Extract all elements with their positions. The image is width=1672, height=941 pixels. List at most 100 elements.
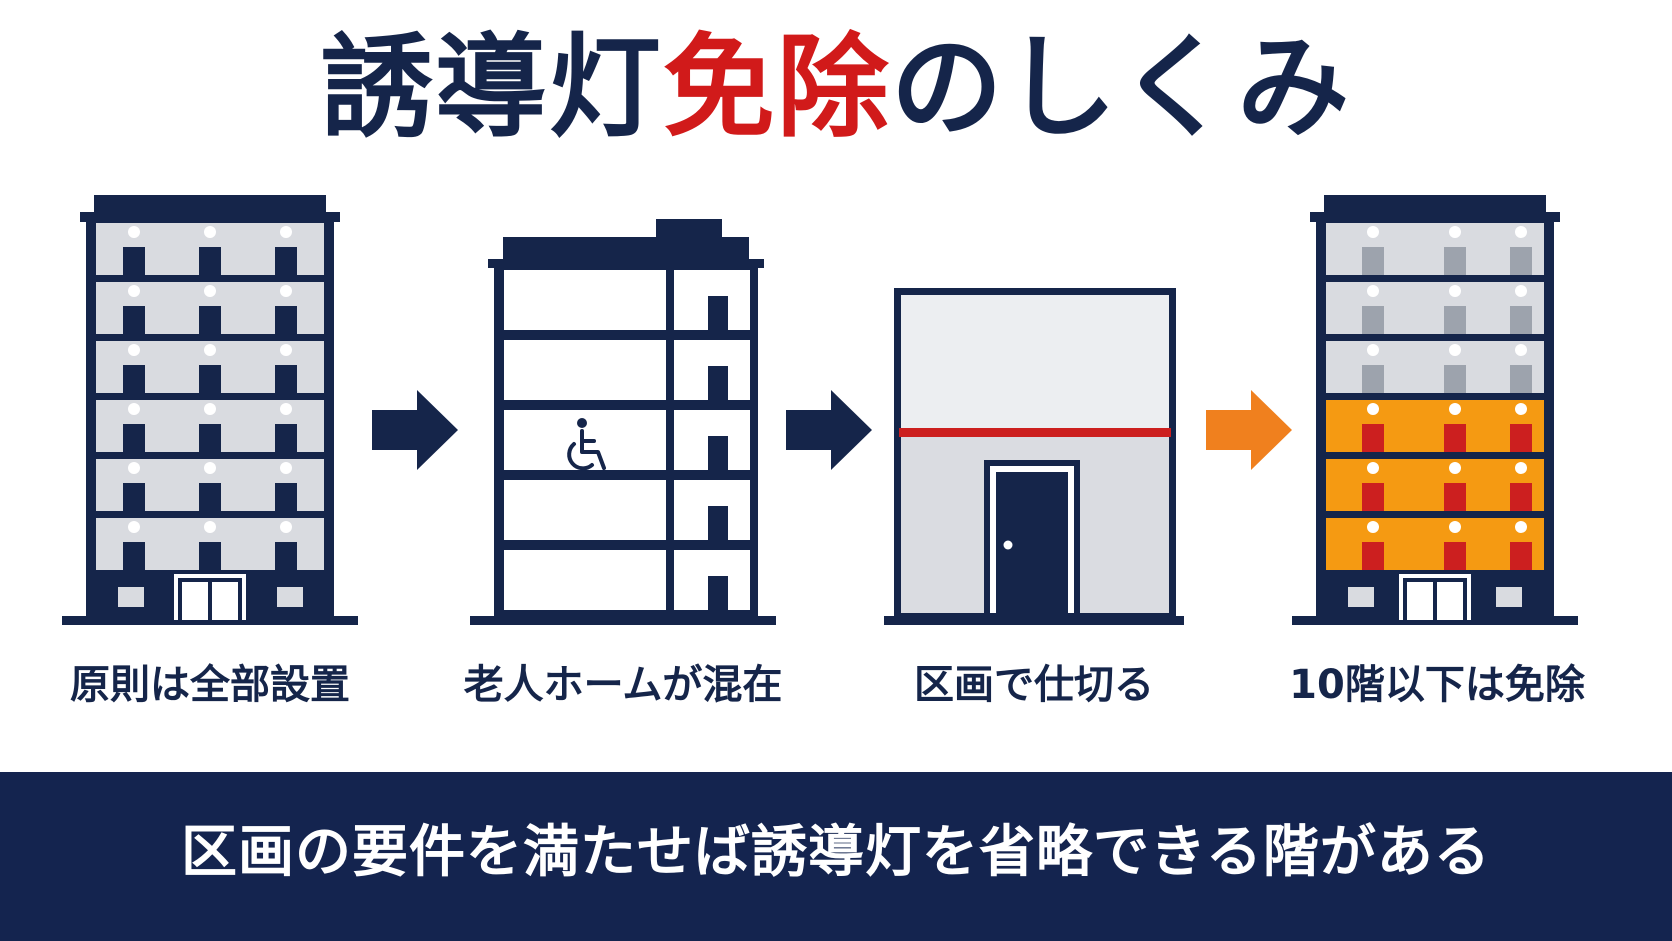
exit-sign [275,542,297,570]
ceiling-light [204,462,216,474]
exit-sign [123,424,145,452]
step-caption-partition: 区画で仕切る [914,662,1154,708]
floor-room [504,340,666,400]
ceiling-light [128,403,140,415]
exit-sign-on [1444,542,1466,570]
building-nursing-home [470,219,776,625]
ceiling-light [1515,403,1527,415]
ceiling-light [280,521,292,533]
exit-sign-on [1362,424,1384,452]
ceiling-light [280,462,292,474]
b4-floors [1326,223,1544,570]
ceiling-light [1515,344,1527,356]
exit-sign [123,542,145,570]
exit-sign [123,247,145,275]
title-tail: のしくみ [890,23,1352,153]
exit-sign [199,306,221,334]
ceiling-light [1515,226,1527,238]
exit-sign [275,306,297,334]
ceiling-light [280,285,292,297]
building-all-lights [62,195,358,625]
exit-sign-off [1362,247,1384,275]
ceiling-light [128,521,140,533]
exit-sign-on [1444,424,1466,452]
exit-sign [123,483,145,511]
ceiling-light [1367,521,1379,533]
exit-sign-off [1510,365,1532,393]
ceiling-light [1367,285,1379,297]
ceiling-light [1449,344,1461,356]
ceiling-light [128,285,140,297]
title-accent: 免除 [662,23,891,153]
right-arrow-icon [786,390,872,470]
ceiling-light [280,226,292,238]
title-main: 誘導灯 [320,23,663,153]
exit-sign [199,542,221,570]
exit-sign-off [1444,306,1466,334]
exit-sign [275,424,297,452]
building-partition [884,288,1184,625]
exit-sign-off [1510,306,1532,334]
partition-line [899,428,1171,437]
exit-sign-on [1444,483,1466,511]
door-icon [708,436,728,470]
b2-floors [504,270,750,610]
footer-text: 区画の要件を満たせば誘導灯を省略できる階がある [181,820,1491,885]
wheelchair-icon [567,418,606,471]
ceiling-light [204,285,216,297]
building-exempt [1292,195,1578,625]
exit-sign-off [1444,247,1466,275]
step-caption-all-installed: 原則は全部設置 [70,662,350,708]
right-arrow-icon [1206,390,1292,470]
exit-sign-on [1510,483,1532,511]
ceiling-light [1515,521,1527,533]
ceiling-light [204,344,216,356]
exit-sign [123,306,145,334]
step-caption-exempt: 10階以下は免除 [1289,662,1585,708]
ceiling-light [1449,521,1461,533]
floor-room [504,550,666,610]
door-icon [708,506,728,540]
ceiling-light [128,226,140,238]
diagram [62,195,1578,625]
ceiling-light [128,462,140,474]
ceiling-light [204,521,216,533]
right-arrow-icon [372,390,458,470]
floor-room [504,270,666,330]
exit-sign [123,365,145,393]
exit-sign-off [1362,306,1384,334]
door-icon [708,296,728,330]
ceiling-light [280,403,292,415]
ceiling-light [1367,403,1379,415]
ceiling-light [1515,462,1527,474]
exit-sign-on [1362,483,1384,511]
door-icon [708,366,728,400]
step-caption-nursing-home: 老人ホームが混在 [463,662,783,708]
exit-sign [275,247,297,275]
door-icon [996,472,1068,613]
ceiling-light [1449,403,1461,415]
footer-banner: 区画の要件を満たせば誘導灯を省略できる階がある [0,772,1672,941]
ceiling-light [280,344,292,356]
ceiling-light [128,344,140,356]
ceiling-light [1449,226,1461,238]
ceiling-light [1515,285,1527,297]
exit-sign [199,365,221,393]
page-title: 誘導灯免除のしくみ [0,28,1672,148]
ceiling-light [1367,462,1379,474]
exit-sign [275,365,297,393]
door-icon [708,576,728,610]
exit-sign-off [1362,365,1384,393]
ceiling-light [1449,285,1461,297]
exit-sign-off [1444,365,1466,393]
exit-sign-on [1510,542,1532,570]
exit-sign-on [1362,542,1384,570]
b1-floors [96,223,324,570]
ceiling-light [204,226,216,238]
ceiling-light [1449,462,1461,474]
ceiling-light [204,403,216,415]
ceiling-light [1367,344,1379,356]
exit-sign [199,247,221,275]
floor-room [504,480,666,540]
exit-sign-off [1510,247,1532,275]
